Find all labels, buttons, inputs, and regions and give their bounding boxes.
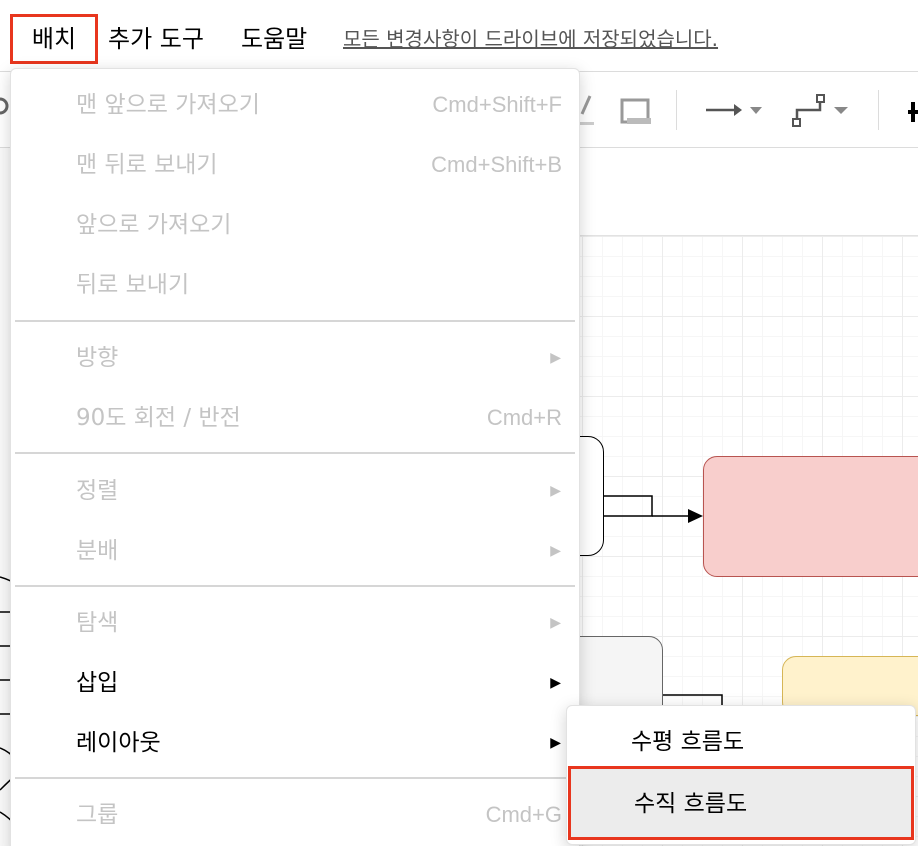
submenu-arrow-icon: ▶: [550, 483, 561, 499]
menu-arrange[interactable]: 배치: [10, 14, 98, 64]
connection-arrow-icon[interactable]: [704, 98, 766, 122]
menu-item-bring-forward[interactable]: 앞으로 가져오기: [11, 197, 579, 253]
menu-item-group[interactable]: 그룹 Cmd+G: [11, 787, 579, 843]
menu-item-shortcut: Cmd+Shift+B: [431, 152, 562, 177]
menu-item-shortcut: Cmd+R: [486, 405, 562, 430]
zoom-icon[interactable]: [0, 96, 10, 122]
menu-item-vertical-flow[interactable]: 수직 흐름도: [568, 766, 914, 840]
menu-item-label: 탐색: [76, 610, 119, 636]
menu-item-horizontal-flow[interactable]: 수평 흐름도: [567, 710, 915, 774]
menu-item-rotate-flip[interactable]: 90도 회전 / 반전 Cmd+R: [11, 390, 579, 446]
menu-item-layout[interactable]: 레이아웃 ▶: [11, 715, 579, 771]
menu-item-label: 레이아웃: [76, 730, 161, 756]
menu-item-navigation[interactable]: 탐색 ▶: [11, 595, 579, 651]
menu-separator: [15, 452, 575, 454]
menu-item-shortcut: Cmd+G: [485, 802, 562, 827]
menu-item-label: 90도 회전 / 반전: [76, 405, 241, 431]
submenu-arrow-icon: ▶: [550, 350, 561, 366]
menu-item-label: 정렬: [76, 478, 119, 504]
waypoint-icon[interactable]: [792, 94, 856, 128]
menu-item-label: 수직 흐름도: [634, 791, 748, 817]
shadow-icon[interactable]: [618, 96, 654, 128]
menu-item-label: 방향: [76, 345, 119, 371]
connector-to-red-shape[interactable]: [604, 495, 703, 523]
menu-item-send-to-back[interactable]: 맨 뒤로 보내기 Cmd+Shift+B: [11, 137, 579, 193]
submenu-arrow-icon: ▶: [550, 735, 561, 751]
menu-item-align[interactable]: 정렬 ▶: [11, 463, 579, 519]
menu-item-label: 뒤로 보내기: [76, 272, 190, 298]
menu-item-label: 분배: [76, 538, 119, 564]
menu-item-label: 그룹: [76, 802, 119, 828]
save-status-link[interactable]: 모든 변경사항이 드라이브에 저장되었습니다.: [343, 27, 719, 51]
menubar: 배치 추가 도구 도움말 모든 변경사항이 드라이브에 저장되었습니다.: [0, 0, 918, 72]
line-color-icon[interactable]: [580, 92, 596, 128]
menu-item-bring-to-front[interactable]: 맨 앞으로 가져오기 Cmd+Shift+F: [11, 77, 579, 133]
menu-help[interactable]: 도움말: [241, 25, 308, 53]
submenu-arrow-icon: ▶: [550, 543, 561, 559]
insert-plus-icon[interactable]: [904, 98, 918, 126]
menu-item-label: 맨 뒤로 보내기: [76, 152, 218, 178]
menu-item-direction[interactable]: 방향 ▶: [11, 330, 579, 386]
menu-item-label: 맨 앞으로 가져오기: [76, 92, 260, 118]
menu-separator: [15, 320, 575, 322]
menu-item-insert[interactable]: 삽입 ▶: [11, 655, 579, 711]
submenu-arrow-icon: ▶: [550, 615, 561, 631]
menu-item-send-backward[interactable]: 뒤로 보내기: [11, 257, 579, 313]
menu-item-distribute[interactable]: 분배 ▶: [11, 523, 579, 579]
menu-item-label: 수평 흐름도: [631, 729, 745, 755]
menu-item-label: 앞으로 가져오기: [76, 212, 232, 238]
menu-item-shortcut: Cmd+Shift+F: [432, 92, 562, 117]
diagram-shape-red[interactable]: [703, 456, 918, 577]
toolbar-separator: [878, 90, 879, 130]
menu-extras[interactable]: 추가 도구: [108, 25, 204, 53]
layout-submenu: 수평 흐름도 수직 흐름도: [566, 705, 916, 845]
menu-separator: [15, 777, 575, 779]
toolbar-separator: [676, 90, 677, 130]
menu-item-label: 삽입: [76, 670, 119, 696]
submenu-arrow-icon: ▶: [550, 675, 561, 691]
arrange-menu: 맨 앞으로 가져오기 Cmd+Shift+F 맨 뒤로 보내기 Cmd+Shif…: [10, 68, 580, 846]
menu-separator: [15, 585, 575, 587]
